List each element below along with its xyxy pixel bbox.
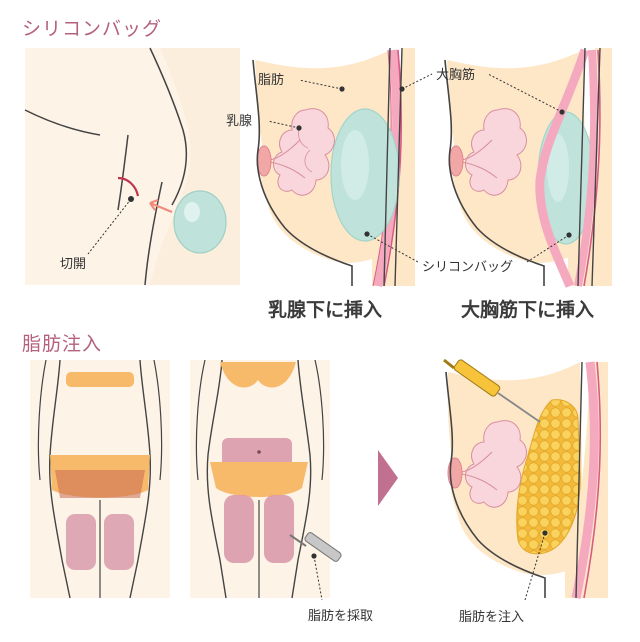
process-arrow [378, 450, 398, 506]
caption-subglandular: 乳腺下に挿入 [268, 295, 382, 322]
body-front-view [190, 360, 342, 600]
harvest-zone-front-thigh-left [224, 495, 254, 563]
label-inject: 脂肪を注入 [459, 606, 524, 625]
label-fat: 脂肪 [258, 69, 284, 88]
label-harvest: 脂肪を採取 [308, 605, 373, 624]
label-pectoralis: 大胸筋 [436, 64, 475, 83]
fat-injected-breast [444, 358, 610, 600]
label-mammary: 乳腺 [226, 110, 252, 129]
caption-submuscular: 大胸筋下に挿入 [461, 295, 594, 322]
harvest-zone-front-thigh-right [264, 495, 294, 563]
label-incision: 切開 [60, 253, 86, 272]
bra-strap-back [66, 372, 134, 387]
submuscular-breast [445, 48, 612, 286]
armpit-panel [25, 48, 240, 285]
harvest-zone-thigh-left [66, 514, 96, 570]
silicone-implant-icon [174, 191, 226, 253]
body-back-view [30, 360, 170, 598]
harvest-zone-hips [55, 470, 145, 498]
nipple [257, 146, 271, 176]
underwear-front [210, 462, 308, 497]
label-implant: シリコンバッグ [422, 256, 513, 275]
harvest-zone-thigh-right [104, 514, 134, 570]
